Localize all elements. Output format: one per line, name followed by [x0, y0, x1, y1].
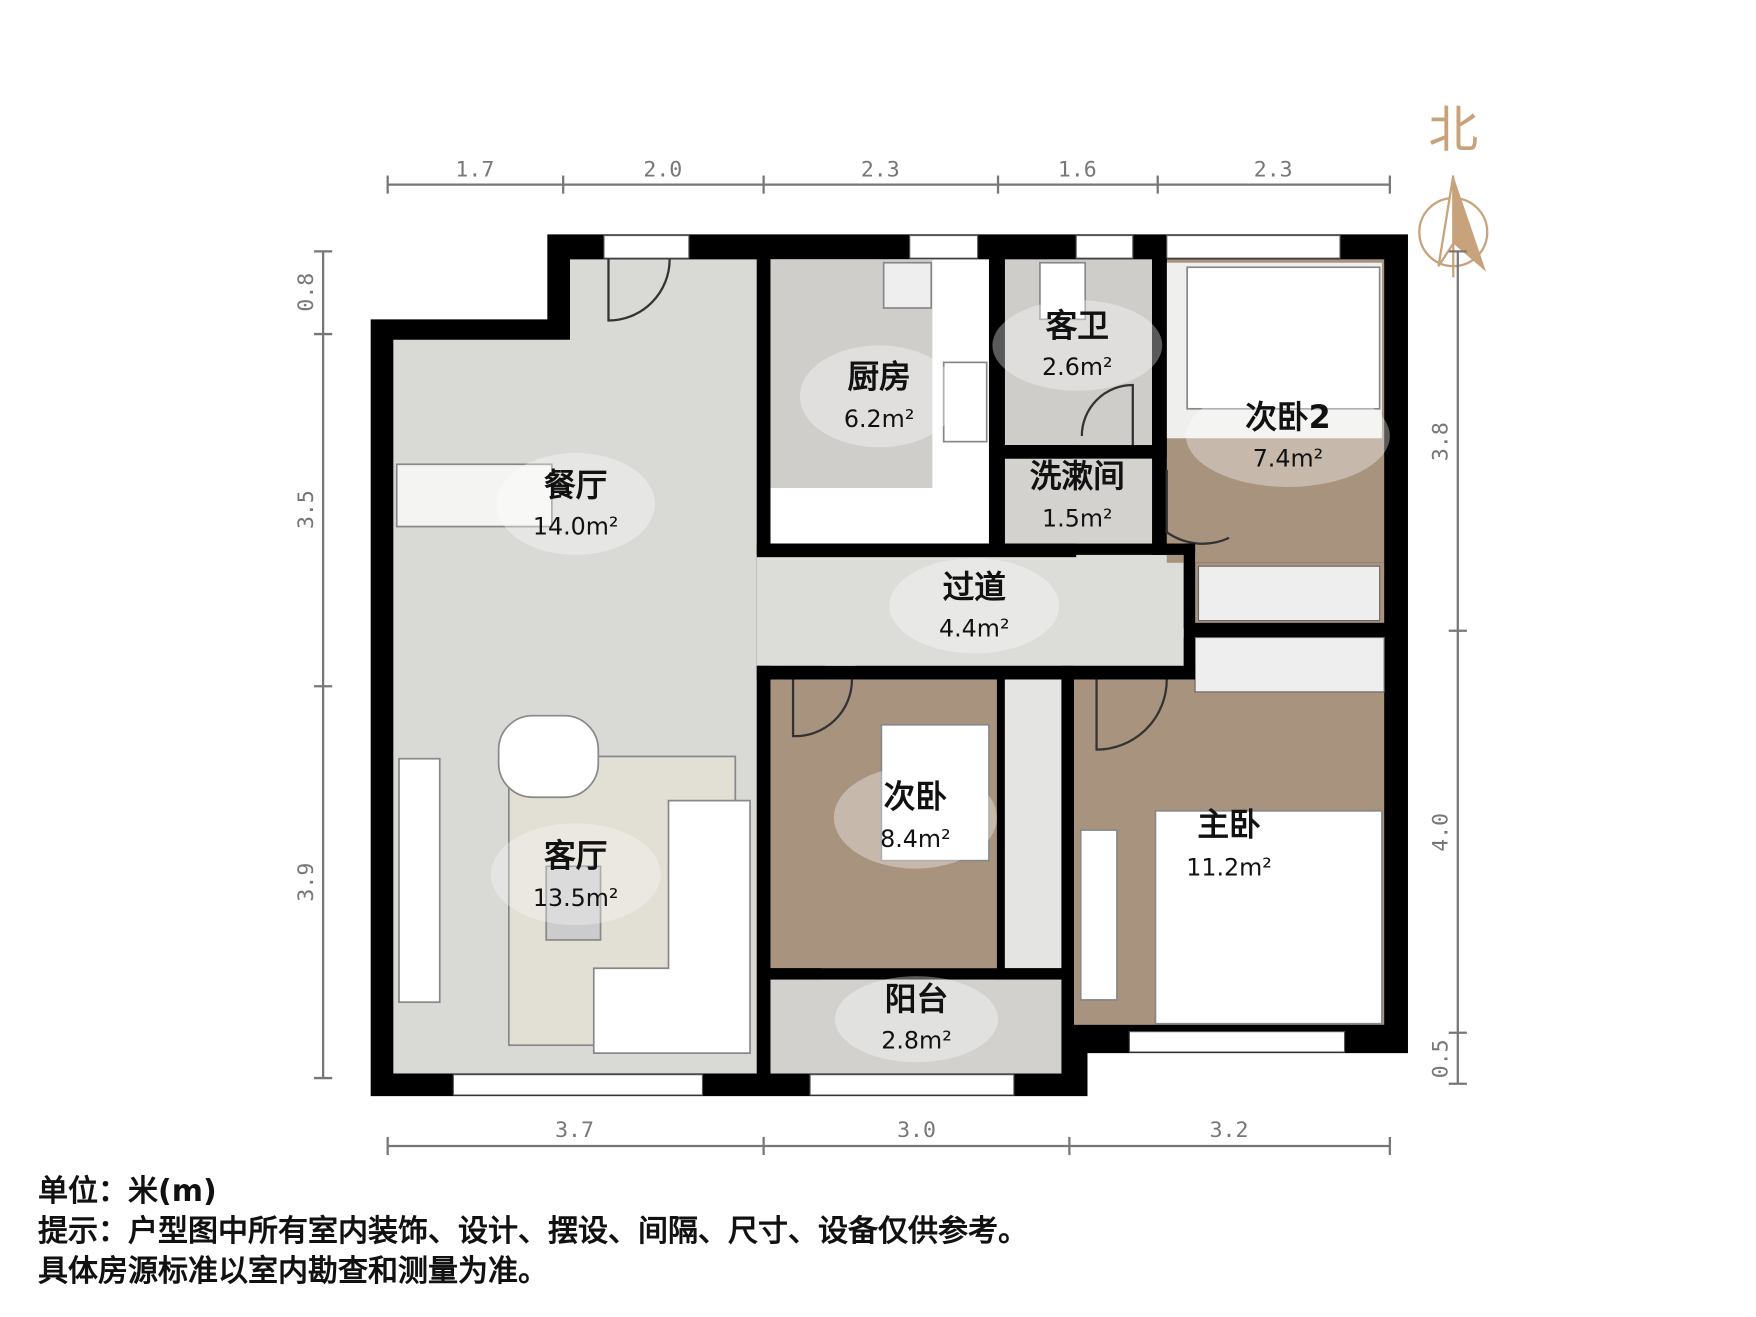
furniture	[395, 261, 1383, 1054]
notes: 单位：米(m) 提示：户型图中所有室内装饰、设计、摆设、间隔、尺寸、设备仅供参考…	[38, 1172, 1028, 1292]
tv-cabinet	[398, 757, 441, 1004]
svg-text:阳台: 阳台	[885, 982, 948, 1018]
entry-door	[607, 259, 671, 322]
washroom-floor	[1004, 458, 1153, 544]
hint-note: 提示：户型图中所有室内装饰、设计、摆设、间隔、尺寸、设备仅供参考。	[38, 1214, 1028, 1249]
room-dining: 餐厅 14.0m²	[496, 452, 655, 555]
wardrobe-bedroom2	[1197, 565, 1381, 622]
dimension-labels: 1.7 2.0 2.3 1.6 2.3 3.7 3.0 3.2 0.8 3.5 …	[294, 158, 1454, 1143]
room-bedroom2: 次卧2 7.4m²	[1186, 385, 1390, 487]
dim-left-3: 3.9	[294, 863, 319, 902]
dining-table	[395, 463, 553, 528]
dim-right-3: 0.5	[1429, 1039, 1454, 1078]
armchair	[497, 714, 600, 799]
balcony-floor	[770, 979, 1065, 1074]
interior-walls	[756, 259, 1196, 1074]
room-living: 客厅 13.5m²	[490, 823, 661, 926]
dim-top-2: 2.0	[643, 158, 682, 183]
dim-left-1: 0.8	[294, 273, 319, 312]
bath-door	[1080, 383, 1134, 446]
svg-text:2.6m²: 2.6m²	[1042, 353, 1112, 381]
dim-bottom-3: 3.2	[1210, 1118, 1249, 1143]
svg-text:6.2m²: 6.2m²	[844, 405, 914, 433]
svg-text:13.5m²: 13.5m²	[533, 884, 619, 912]
north-label: 北	[1428, 101, 1478, 159]
svg-text:14.0m²: 14.0m²	[533, 513, 619, 541]
dim-right-2: 4.0	[1429, 813, 1454, 852]
svg-text:主卧: 主卧	[1197, 808, 1261, 844]
dim-bottom-2: 3.0	[897, 1118, 936, 1143]
svg-text:次卧: 次卧	[884, 779, 948, 815]
room-guest-bath: 客卫 2.6m²	[992, 300, 1163, 391]
svg-text:1.5m²: 1.5m²	[1042, 505, 1112, 533]
wardrobe	[1004, 679, 1062, 969]
bedroom2-door	[1165, 469, 1230, 545]
standard-note: 具体房源标准以室内勘查和测量为准。	[38, 1254, 548, 1289]
room-corridor: 过道 4.4m²	[889, 558, 1060, 654]
svg-text:7.4m²: 7.4m²	[1253, 445, 1323, 473]
bed-master	[1154, 809, 1383, 1025]
dim-top-4: 1.6	[1058, 158, 1097, 183]
bed-bedroom2	[1186, 266, 1381, 410]
north-arrow-icon: 北	[1418, 101, 1489, 278]
bed-bedroom	[880, 723, 990, 862]
dim-left-2: 3.5	[294, 490, 319, 529]
corridor-floor	[756, 554, 1184, 666]
doors	[607, 259, 1230, 751]
room-labels: 餐厅 14.0m² 厨房 6.2m² 客卫 2.6m² 洗漱间 1.5m² 次卧…	[490, 300, 1390, 1063]
svg-text:客厅: 客厅	[544, 837, 607, 874]
sink-icon	[882, 261, 933, 309]
bedroom-door	[791, 679, 854, 738]
dim-right-1: 3.8	[1429, 422, 1454, 461]
stove-icon	[942, 361, 988, 443]
windows	[452, 234, 1346, 1096]
master-door	[1095, 679, 1168, 751]
svg-text:次卧2: 次卧2	[1245, 400, 1330, 436]
svg-text:餐厅: 餐厅	[544, 468, 607, 504]
tv-cabinet-master	[1079, 829, 1118, 1001]
svg-text:过道: 过道	[943, 570, 1007, 606]
dimension-lines	[314, 175, 1467, 1156]
dim-top-5: 2.3	[1254, 158, 1293, 183]
room-bedroom: 次卧 8.4m²	[833, 766, 997, 869]
svg-text:2.8m²: 2.8m²	[881, 1027, 951, 1055]
dim-bottom-1: 3.7	[555, 1118, 594, 1143]
svg-text:11.2m²: 11.2m²	[1186, 853, 1272, 881]
unit-note: 单位：米(m)	[38, 1174, 217, 1209]
room-washroom: 洗漱间 1.5m²	[1030, 459, 1125, 533]
svg-text:客卫: 客卫	[1046, 307, 1109, 344]
svg-text:8.4m²: 8.4m²	[880, 825, 950, 853]
wardrobe-master	[1194, 636, 1385, 693]
svg-text:厨房: 厨房	[847, 359, 910, 395]
svg-text:洗漱间: 洗漱间	[1030, 459, 1125, 495]
room-balcony: 阳台 2.8m²	[834, 976, 999, 1063]
dim-top-3: 2.3	[861, 158, 900, 183]
room-master-bedroom: 主卧 11.2m²	[1186, 808, 1272, 882]
sofa	[592, 799, 751, 1054]
coffee-table	[545, 865, 602, 941]
toilet-icon	[1039, 261, 1087, 321]
room-kitchen: 厨房 6.2m²	[799, 345, 959, 448]
dim-top-1: 1.7	[455, 158, 494, 183]
svg-text:4.4m²: 4.4m²	[939, 614, 1009, 642]
